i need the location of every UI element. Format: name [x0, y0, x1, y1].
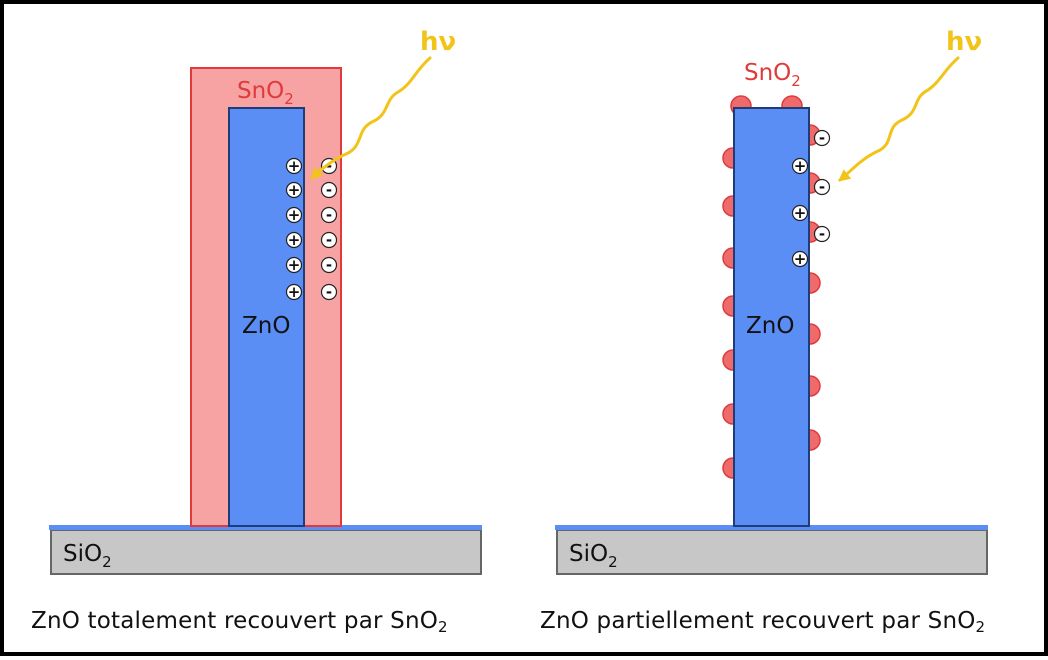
left-photon-wave [310, 56, 432, 180]
negative-charge: - [813, 225, 831, 243]
negative-charge: - [320, 283, 338, 301]
positive-charge: + [791, 157, 809, 175]
negative-charge: - [320, 231, 338, 249]
positive-charge: + [791, 204, 809, 222]
right-photon-wave [838, 56, 960, 182]
svg-text:-: - [819, 178, 825, 196]
right-zno-rod [733, 107, 810, 527]
right-caption: ZnO partiellement recouvert par SnO2 [540, 608, 986, 636]
left-sno2-label: SnO2 [237, 78, 294, 108]
svg-text:-: - [326, 231, 332, 249]
left-panel: SiO2 SnO2 ZnO + - + - + - + - + - + - hν [49, 27, 482, 575]
right-photon-label: hν [946, 27, 982, 57]
svg-text:+: + [288, 157, 301, 175]
svg-text:+: + [288, 181, 301, 199]
left-charge-pairs: + - + - + - + - + - + - [285, 157, 338, 301]
negative-charge: - [320, 256, 338, 274]
svg-text:+: + [288, 206, 301, 224]
svg-text:-: - [326, 256, 332, 274]
svg-text:-: - [819, 129, 825, 147]
svg-text:-: - [326, 206, 332, 224]
positive-charge: + [285, 181, 303, 199]
svg-text:+: + [794, 250, 807, 268]
left-caption: ZnO totalement recouvert par SnO2 [31, 608, 448, 636]
left-substrate [50, 529, 482, 575]
svg-text:+: + [288, 256, 301, 274]
positive-charge: + [285, 256, 303, 274]
right-substrate-top-film [555, 525, 988, 530]
negative-charge: - [813, 129, 831, 147]
left-substrate-top-film [49, 525, 482, 530]
svg-text:+: + [794, 157, 807, 175]
positive-charge: + [285, 206, 303, 224]
svg-text:+: + [288, 231, 301, 249]
svg-text:-: - [326, 157, 332, 175]
positive-charge: + [285, 231, 303, 249]
svg-text:-: - [326, 283, 332, 301]
svg-text:-: - [326, 181, 332, 199]
right-charges: +++--- [791, 129, 831, 268]
right-substrate-label: SiO2 [569, 541, 618, 571]
right-sno2-label: SnO2 [744, 60, 801, 90]
svg-text:+: + [794, 204, 807, 222]
negative-charge: - [320, 181, 338, 199]
left-zno-rod [228, 107, 305, 527]
negative-charge: - [813, 178, 831, 196]
positive-charge: + [285, 157, 303, 175]
svg-text:-: - [819, 225, 825, 243]
negative-charge: - [320, 206, 338, 224]
left-photon-label: hν [420, 27, 456, 57]
svg-text:+: + [288, 283, 301, 301]
left-zno-label: ZnO [242, 313, 290, 339]
right-panel: SiO2 ZnO SnO2 +++--- hν [555, 27, 988, 575]
positive-charge: + [791, 250, 809, 268]
positive-charge: + [285, 283, 303, 301]
right-zno-label: ZnO [746, 313, 794, 339]
left-substrate-label: SiO2 [63, 541, 112, 571]
right-substrate [556, 529, 988, 575]
